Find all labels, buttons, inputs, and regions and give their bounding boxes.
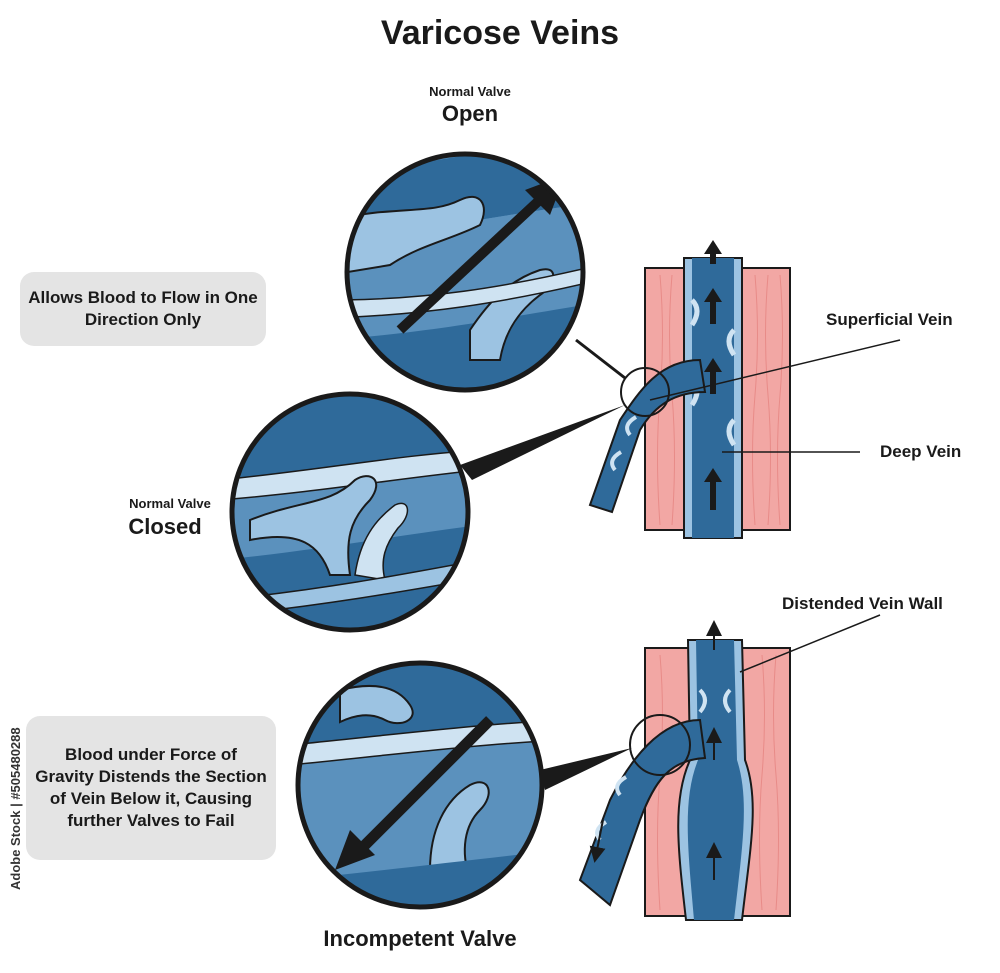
open-valve-label: Open (441, 101, 499, 126)
callout-one-direction: Allows Blood to Flow in One Direction On… (20, 272, 266, 346)
stock-watermark: Adobe Stock | #505480288 (8, 727, 23, 890)
closed-valve-small-label: Normal Valve (129, 496, 211, 511)
upper-zoom-ring (620, 367, 670, 417)
upper-leg-section (588, 240, 791, 539)
superficial-vein-upper (588, 358, 707, 514)
open-valve-small-label: Normal Valve (429, 84, 511, 99)
lower-leg-section (578, 620, 791, 921)
distended-vein-wall-label: Distended Vein Wall (782, 594, 943, 613)
closed-valve-label: Closed (128, 514, 202, 539)
zoom-circle-open (344, 151, 586, 393)
zoom-circle-closed (229, 391, 471, 633)
lower-zoom-ring (629, 714, 691, 776)
callout-gravity: Blood under Force of Gravity Distends th… (26, 716, 276, 860)
zoom-circle-incompetent (295, 660, 545, 910)
deep-vein-label: Deep Vein (880, 442, 962, 461)
superficial-vein-lower (578, 718, 707, 907)
incompetent-valve-label: Incompetent Valve (323, 926, 517, 951)
superficial-vein-label: Superficial Vein (826, 310, 953, 329)
diagram-title: Varicose Veins (380, 14, 620, 52)
